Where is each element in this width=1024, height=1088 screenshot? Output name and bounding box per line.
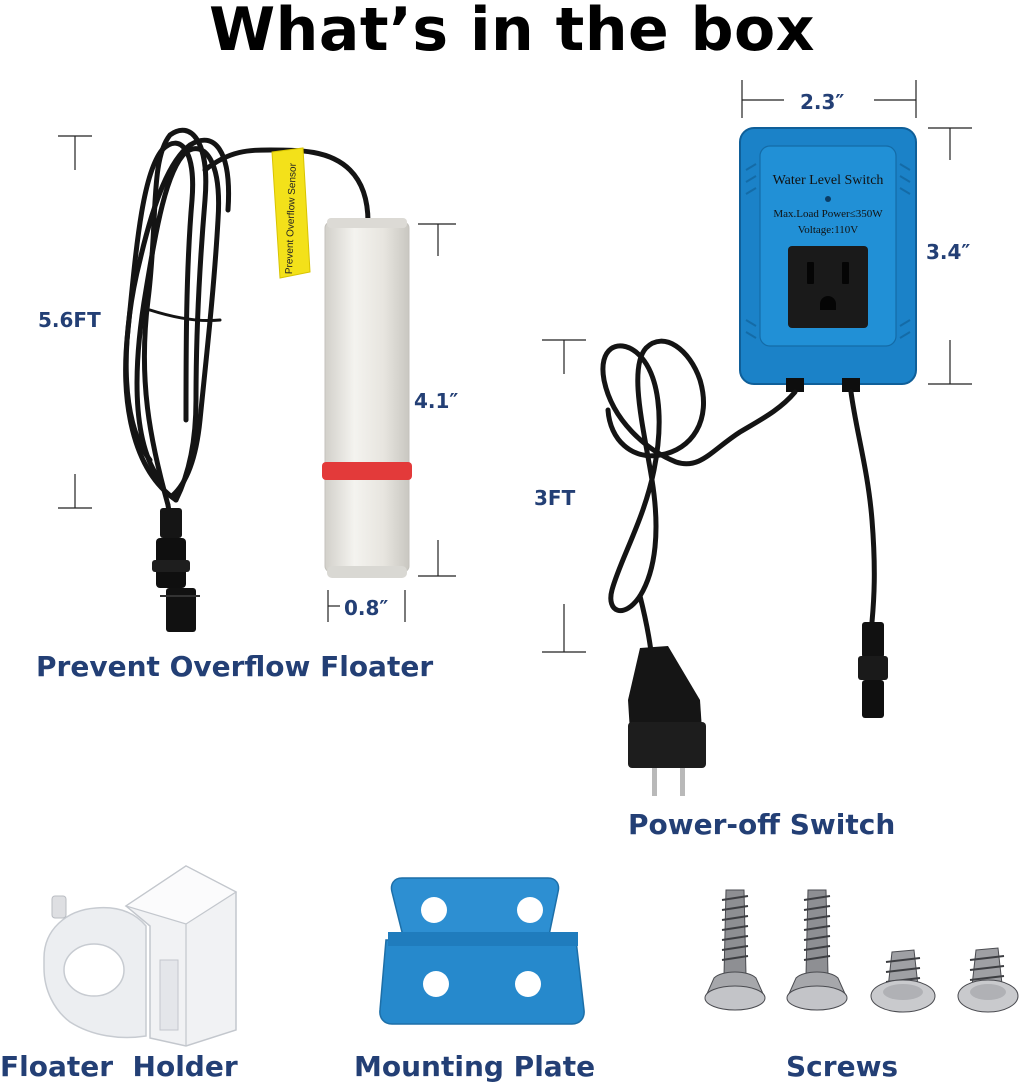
switch-width-dimension [741,80,917,118]
long-screw-2 [786,889,848,1011]
switch-panel-title: Water Level Switch [772,173,884,188]
screws-label: Screws [786,1050,899,1083]
cable-length-dimension [58,135,92,509]
long-screw-1 [704,889,766,1011]
short-screw-2 [957,947,1019,1013]
sensor-cable-icon [848,389,877,625]
switch-panel-power: Max.Load Power≤350W [773,208,883,220]
cable-length-label: 5.6FT [38,308,101,332]
power-cord-icon [600,338,798,663]
switch-width-label: 2.3″ [800,90,845,114]
switch-box-icon [739,127,917,392]
switch-height-label: 3.4″ [926,240,971,264]
cord-length-label: 3FT [534,486,576,510]
body-height-label: 4.1″ [414,389,459,413]
switch-panel-voltage: Voltage:110V [797,224,859,236]
sticker-icon [271,147,311,279]
cord-length-dimension [542,339,586,653]
floater-holder-icon [43,865,238,1047]
holder-label: Floater Holder [0,1050,238,1083]
floater-label: Prevent Overflow Floater [36,650,434,683]
plate-label: Mounting Plate [354,1050,596,1083]
page-title: What’s in the box [209,0,815,65]
body-height-dimension [418,223,456,577]
sensor-connector-icon [858,622,888,718]
plug-icon [628,646,706,796]
floater-body-icon [322,218,412,578]
mounting-plate-icon [379,877,585,1025]
body-width-label: 0.8″ [344,596,389,620]
floater-connector-icon [152,508,200,632]
body-width-dimension [327,590,406,622]
switch-label: Power-off Switch [628,808,896,841]
short-screw-1 [870,949,936,1013]
switch-height-dimension [928,127,972,385]
screws-icon [704,889,1019,1013]
